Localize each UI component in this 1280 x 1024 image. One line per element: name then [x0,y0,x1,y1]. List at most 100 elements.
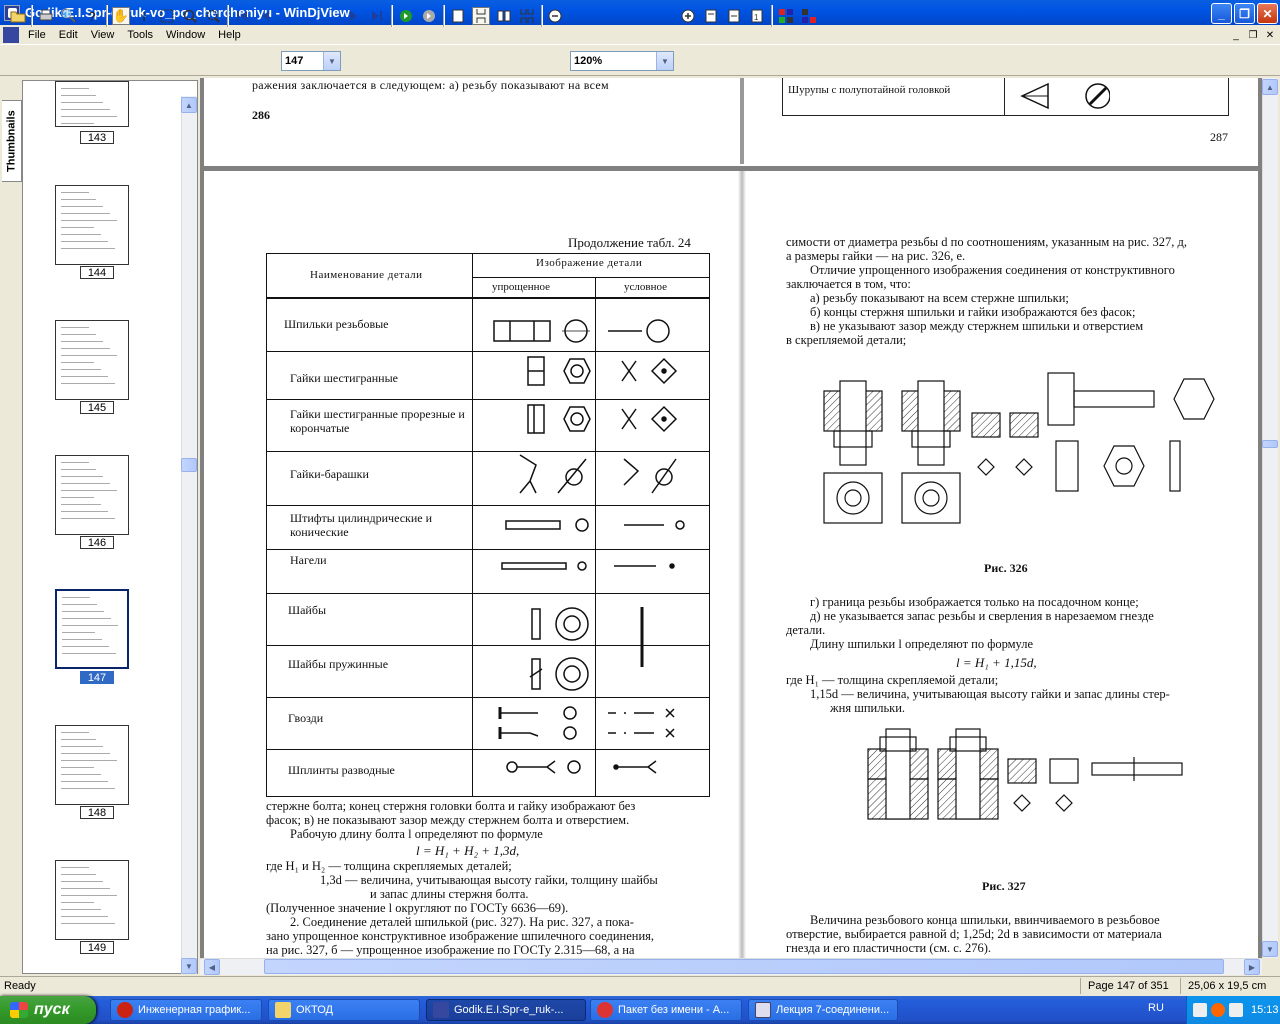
tray-app-icon[interactable] [1193,1003,1207,1017]
tray-g-icon[interactable] [1211,1003,1225,1017]
thumbnail-text-line [61,334,96,335]
thumbnail-text-line [61,923,115,924]
zoom-rect-icon[interactable] [204,7,222,25]
tray-network-icon[interactable] [1229,1003,1243,1017]
zoom-combo[interactable]: 120% ▼ [570,51,674,71]
last-page-icon[interactable] [368,7,386,25]
thumbnail-label-selected[interactable]: 147 [80,671,114,684]
hand-tool-icon[interactable]: ✋ [112,7,130,25]
select-rect-icon[interactable] [158,7,176,25]
menu-help[interactable]: Help [218,28,241,41]
scroll-thumb[interactable] [264,959,1224,974]
table-row-label: Гайки шестигранные [290,371,398,385]
thumbnail-label[interactable]: 148 [80,806,114,819]
thumbnail-144[interactable] [55,185,129,265]
thumbnail-145[interactable] [55,320,129,400]
help-icon[interactable]: ? [88,8,96,24]
thumbnail-text-line [61,362,94,363]
display-mode-icon[interactable] [777,7,795,25]
document-icon[interactable] [3,26,19,43]
facing-pages-icon[interactable] [495,7,513,25]
fit-page-icon[interactable] [702,7,720,25]
thumbnail-label[interactable]: 143 [80,131,114,144]
chevron-down-icon[interactable]: ▼ [656,52,673,70]
mdi-close-icon[interactable]: ✕ [1265,29,1275,41]
maximize-button[interactable]: ❐ [1234,3,1255,24]
taskbar-item-opera[interactable]: Инженерная график... [110,999,262,1021]
select-text-icon[interactable]: I [142,8,146,24]
body-text: Отличие упрощенного изображения соединен… [810,263,1175,277]
thumbnail-label[interactable]: 149 [80,941,114,954]
menu-file[interactable]: File [28,28,46,41]
scroll-up-icon[interactable]: ▲ [1262,79,1278,95]
mdi-minimize-icon[interactable]: _ [1233,29,1239,41]
scroll-left-icon[interactable]: ◀ [204,959,220,975]
scroll-up-icon[interactable]: ▲ [181,97,197,113]
thumbnail-text-line [61,732,89,733]
actual-size-icon[interactable]: 1 [748,7,766,25]
thumbnail-148[interactable] [55,725,129,805]
forward-green-icon[interactable] [397,7,415,25]
thumbnail-label[interactable]: 146 [80,536,114,549]
zoom-out-icon[interactable] [546,7,564,25]
scroll-thumb[interactable] [181,458,197,472]
single-page-icon[interactable] [449,7,467,25]
document-vertical-scrollbar[interactable] [1262,78,1278,958]
thumbnail-149[interactable] [55,860,129,940]
page-number-combo[interactable]: 147 ▼ [281,51,341,71]
menu-window[interactable]: Window [166,28,206,41]
taskbar-item-windjview[interactable]: Godik.E.I.Spr-e_ruk-... [426,999,586,1021]
print-icon[interactable] [37,7,55,25]
scroll-right-icon[interactable]: ▶ [1244,959,1260,975]
body-text: Величина резьбового конца шпильки, ввинч… [810,913,1160,927]
status-size: 25,06 x 19,5 cm [1188,980,1267,992]
menu-view[interactable]: View [90,28,115,41]
table-header: условное [624,281,667,293]
zoom-in-icon[interactable] [679,7,697,25]
table-row-label: Шплинты разводные [288,763,395,777]
scroll-thumb[interactable] [1262,440,1278,448]
windows-logo-icon [10,1002,28,1018]
tab-thumbnails[interactable]: Thumbnails [2,100,22,182]
body-text: заключается в том, что: [786,277,911,291]
menu-tools[interactable]: Tools [127,28,154,41]
document-view[interactable]: ражения заключается в следующем: а) резь… [200,78,1262,958]
thumbnail-147[interactable] [55,589,129,669]
taskbar-item-folder[interactable]: ОКТОД [268,999,420,1021]
thumbnail-text-line [61,206,103,207]
sidebar-scrollbar[interactable] [181,96,197,974]
continuous-page-icon[interactable] [472,7,490,25]
language-indicator[interactable]: RU [1148,1002,1164,1014]
scroll-down-icon[interactable]: ▼ [181,958,197,974]
continuous-facing-icon[interactable] [518,7,536,25]
back-gray-icon[interactable] [420,7,438,25]
prev-page-icon[interactable] [256,7,274,25]
next-page-icon[interactable] [345,7,363,25]
layers-icon[interactable] [800,7,818,25]
thumbnail-text-line [61,109,110,110]
taskbar-item-lecture[interactable]: Лекция 7-соединени... [748,999,898,1021]
thumbnail-label[interactable]: 144 [80,266,114,279]
open-folder-icon[interactable] [9,7,27,25]
formula: l = H₁ + H₂ + 1,3d, [416,843,520,858]
figure-caption: Рис. 326 [984,561,1028,575]
menu-edit[interactable]: Edit [58,28,78,41]
thumbnail-text-line [61,123,94,124]
table-row-label: Шпильки резьбовые [284,317,389,331]
mdi-restore-icon[interactable]: ❐ [1248,29,1258,41]
body-text: а размеры гайки — на рис. 326, е. [786,249,966,263]
first-page-icon[interactable] [233,7,251,25]
thumbnail-146[interactable] [55,455,129,535]
fit-width-icon[interactable] [725,7,743,25]
chevron-down-icon[interactable]: ▼ [323,52,340,70]
scroll-down-icon[interactable]: ▼ [1262,941,1278,957]
thumbnail-143[interactable] [55,81,129,127]
close-button[interactable]: ✕ [1257,3,1278,24]
zoom-icon[interactable] [181,7,199,25]
thumbnail-text-line [61,88,89,89]
start-button[interactable]: пуск [0,996,96,1024]
taskbar-item-paint[interactable]: Пакет без имени - А... [590,999,742,1021]
thumbnail-label[interactable]: 145 [80,401,114,414]
find-icon[interactable]: 🔍 [60,8,78,23]
minimize-button[interactable]: _ [1211,3,1232,24]
